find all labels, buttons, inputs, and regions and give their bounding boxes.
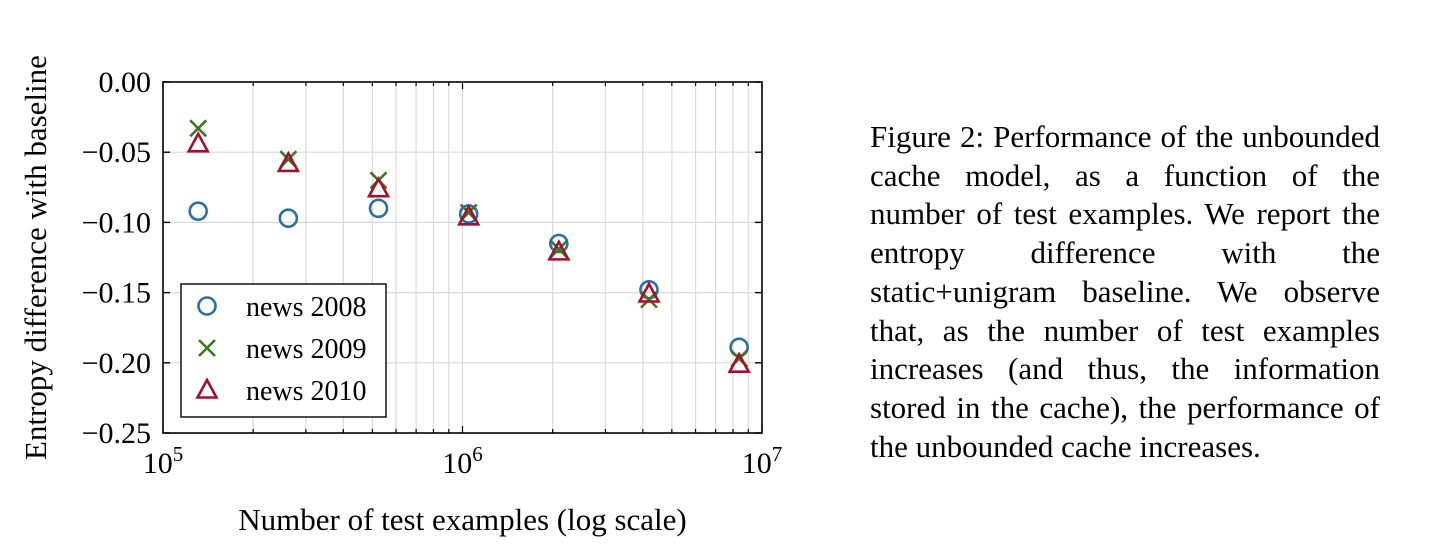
legend-marker-circle xyxy=(197,296,217,316)
data-point-triangle xyxy=(637,281,661,303)
data-point-circle xyxy=(368,198,389,219)
y-tick-label: −0.15 xyxy=(82,277,151,310)
x-tick-label: 105 xyxy=(143,442,184,480)
x-tick-label: 106 xyxy=(442,442,483,480)
data-point-circle xyxy=(278,208,299,228)
data-point-triangle xyxy=(547,239,571,261)
data-point-triangle xyxy=(186,131,210,153)
legend-label: news 2009 xyxy=(246,334,367,365)
legend-label: news 2008 xyxy=(246,292,367,323)
y-tick-label: −0.20 xyxy=(82,347,151,380)
data-point-triangle xyxy=(456,204,481,226)
legend-marker-cross xyxy=(198,339,216,357)
y-tick-label: −0.25 xyxy=(82,417,151,450)
y-axis-label: Entropy difference with baseline xyxy=(18,55,53,460)
legend-marker-triangle xyxy=(195,377,219,399)
y-tick-label: −0.05 xyxy=(82,136,151,169)
figure-caption: Figure 2: Performance of the unbounded c… xyxy=(870,119,1380,464)
data-point-triangle xyxy=(366,175,391,198)
y-tick-label: −0.10 xyxy=(82,206,151,239)
plot-frame xyxy=(162,81,763,434)
y-tick-label: 0.00 xyxy=(99,66,152,99)
legend: news 2008 news 2009 news 2010 xyxy=(180,283,387,418)
data-point-circle xyxy=(549,233,569,254)
data-point-triangle xyxy=(727,351,751,374)
data-points xyxy=(186,119,751,374)
x-axis-label: Number of test examples (log scale) xyxy=(238,502,687,537)
x-tick-label: 107 xyxy=(742,442,783,480)
data-point-cross xyxy=(189,119,208,138)
legend-label: news 2010 xyxy=(246,376,367,407)
data-point-circle xyxy=(188,201,208,221)
data-point-triangle xyxy=(276,150,301,173)
